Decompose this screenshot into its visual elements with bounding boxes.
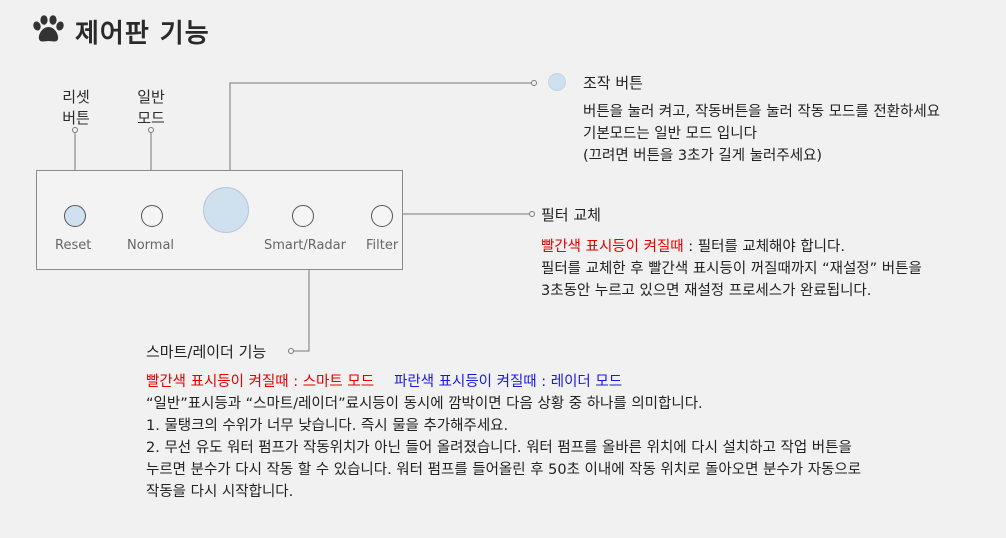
smart-blue-text: 파란색 표시등이 켜질때 : 레이더 모드 (394, 374, 623, 390)
control-line-1: 버튼을 눌러 켜고, 작동버튼을 눌러 작동 모드를 전환하세요 (583, 104, 941, 120)
filter-line-3: 3초동안 누르고 있으면 재설정 프로세스가 완료됩니다. (541, 283, 872, 299)
normal-button[interactable] (141, 205, 163, 227)
filter-red-text: 빨간색 표시등이 켜질때 (541, 239, 684, 255)
filter-panel-label: Filter (366, 238, 399, 253)
smart-radar-button[interactable] (292, 205, 314, 227)
reset-button[interactable] (64, 205, 86, 227)
filter-title: 필터 교체 (541, 206, 601, 224)
normal-panel-label: Normal (127, 238, 175, 253)
reset-top-label: 리셋 버튼 (55, 87, 97, 129)
smart-description: 빨간색 표시등이 켜질때 : 스마트 모드 파란색 표시등이 켜질때 : 레이더 … (146, 371, 861, 503)
control-button-marker (548, 73, 566, 91)
smart-red-text: 빨간색 표시등이 켜질때 : 스마트 모드 (146, 374, 375, 390)
smart-title: 스마트/레이더 기능 (146, 343, 267, 361)
reset-top-label-line2: 버튼 (62, 109, 90, 127)
paw-icon (33, 15, 64, 42)
normal-top-label-line1: 일반 (137, 88, 165, 106)
smart-mode-line: 빨간색 표시등이 켜질때 : 스마트 모드 파란색 표시등이 켜질때 : 레이더 … (146, 371, 861, 393)
filter-line-1: 빨간색 표시등이 켜질때 : 필터를 교체해야 합니다. (541, 236, 922, 258)
smart-radar-panel-label: Smart/Radar (264, 238, 346, 253)
control-title: 조작 버튼 (583, 74, 643, 92)
control-description: 버튼을 눌러 켜고, 작동버튼을 눌러 작동 모드를 전환하세요 기본모드는 일… (583, 101, 940, 167)
page-title: 제어판 기능 (75, 19, 210, 49)
smart-line-3: 2. 무선 유도 워터 펌프가 작동위치가 아닌 들어 올려졌습니다. 워터 펌… (146, 440, 852, 456)
filter-line-1-rest: : 필터를 교체해야 합니다. (683, 239, 845, 255)
smart-line-2: 1. 물탱크의 수위가 너무 낮습니다. 즉시 물을 추가해주세요. (146, 418, 509, 434)
normal-top-label: 일반 모드 (130, 87, 172, 129)
smart-line-5: 작동을 다시 시작합니다. (146, 484, 294, 500)
power-button[interactable] (203, 187, 249, 233)
filter-button[interactable] (371, 205, 393, 227)
reset-top-label-line1: 리셋 (62, 88, 90, 106)
control-line-2: 기본모드는 일반 모드 입니다 (583, 126, 757, 142)
control-line-3: (끄려면 버튼을 3초가 길게 눌러주세요) (583, 148, 823, 164)
reset-panel-label: Reset (55, 238, 92, 253)
filter-description: 빨간색 표시등이 켜질때 : 필터를 교체해야 합니다. 필터를 교체한 후 빨… (541, 236, 922, 302)
smart-line-1: “일반”표시등과 “스마트/레이더”료시등이 동시에 깜박이면 다음 상황 중 … (146, 396, 703, 412)
smart-line-4: 누르면 분수가 다시 작동 할 수 있습니다. 워터 펌프를 들어올린 후 50… (146, 462, 862, 478)
normal-top-label-line2: 모드 (137, 109, 165, 127)
filter-line-2: 필터를 교체한 후 빨간색 표시등이 꺼질때까지 “재설정” 버튼을 (541, 261, 922, 277)
